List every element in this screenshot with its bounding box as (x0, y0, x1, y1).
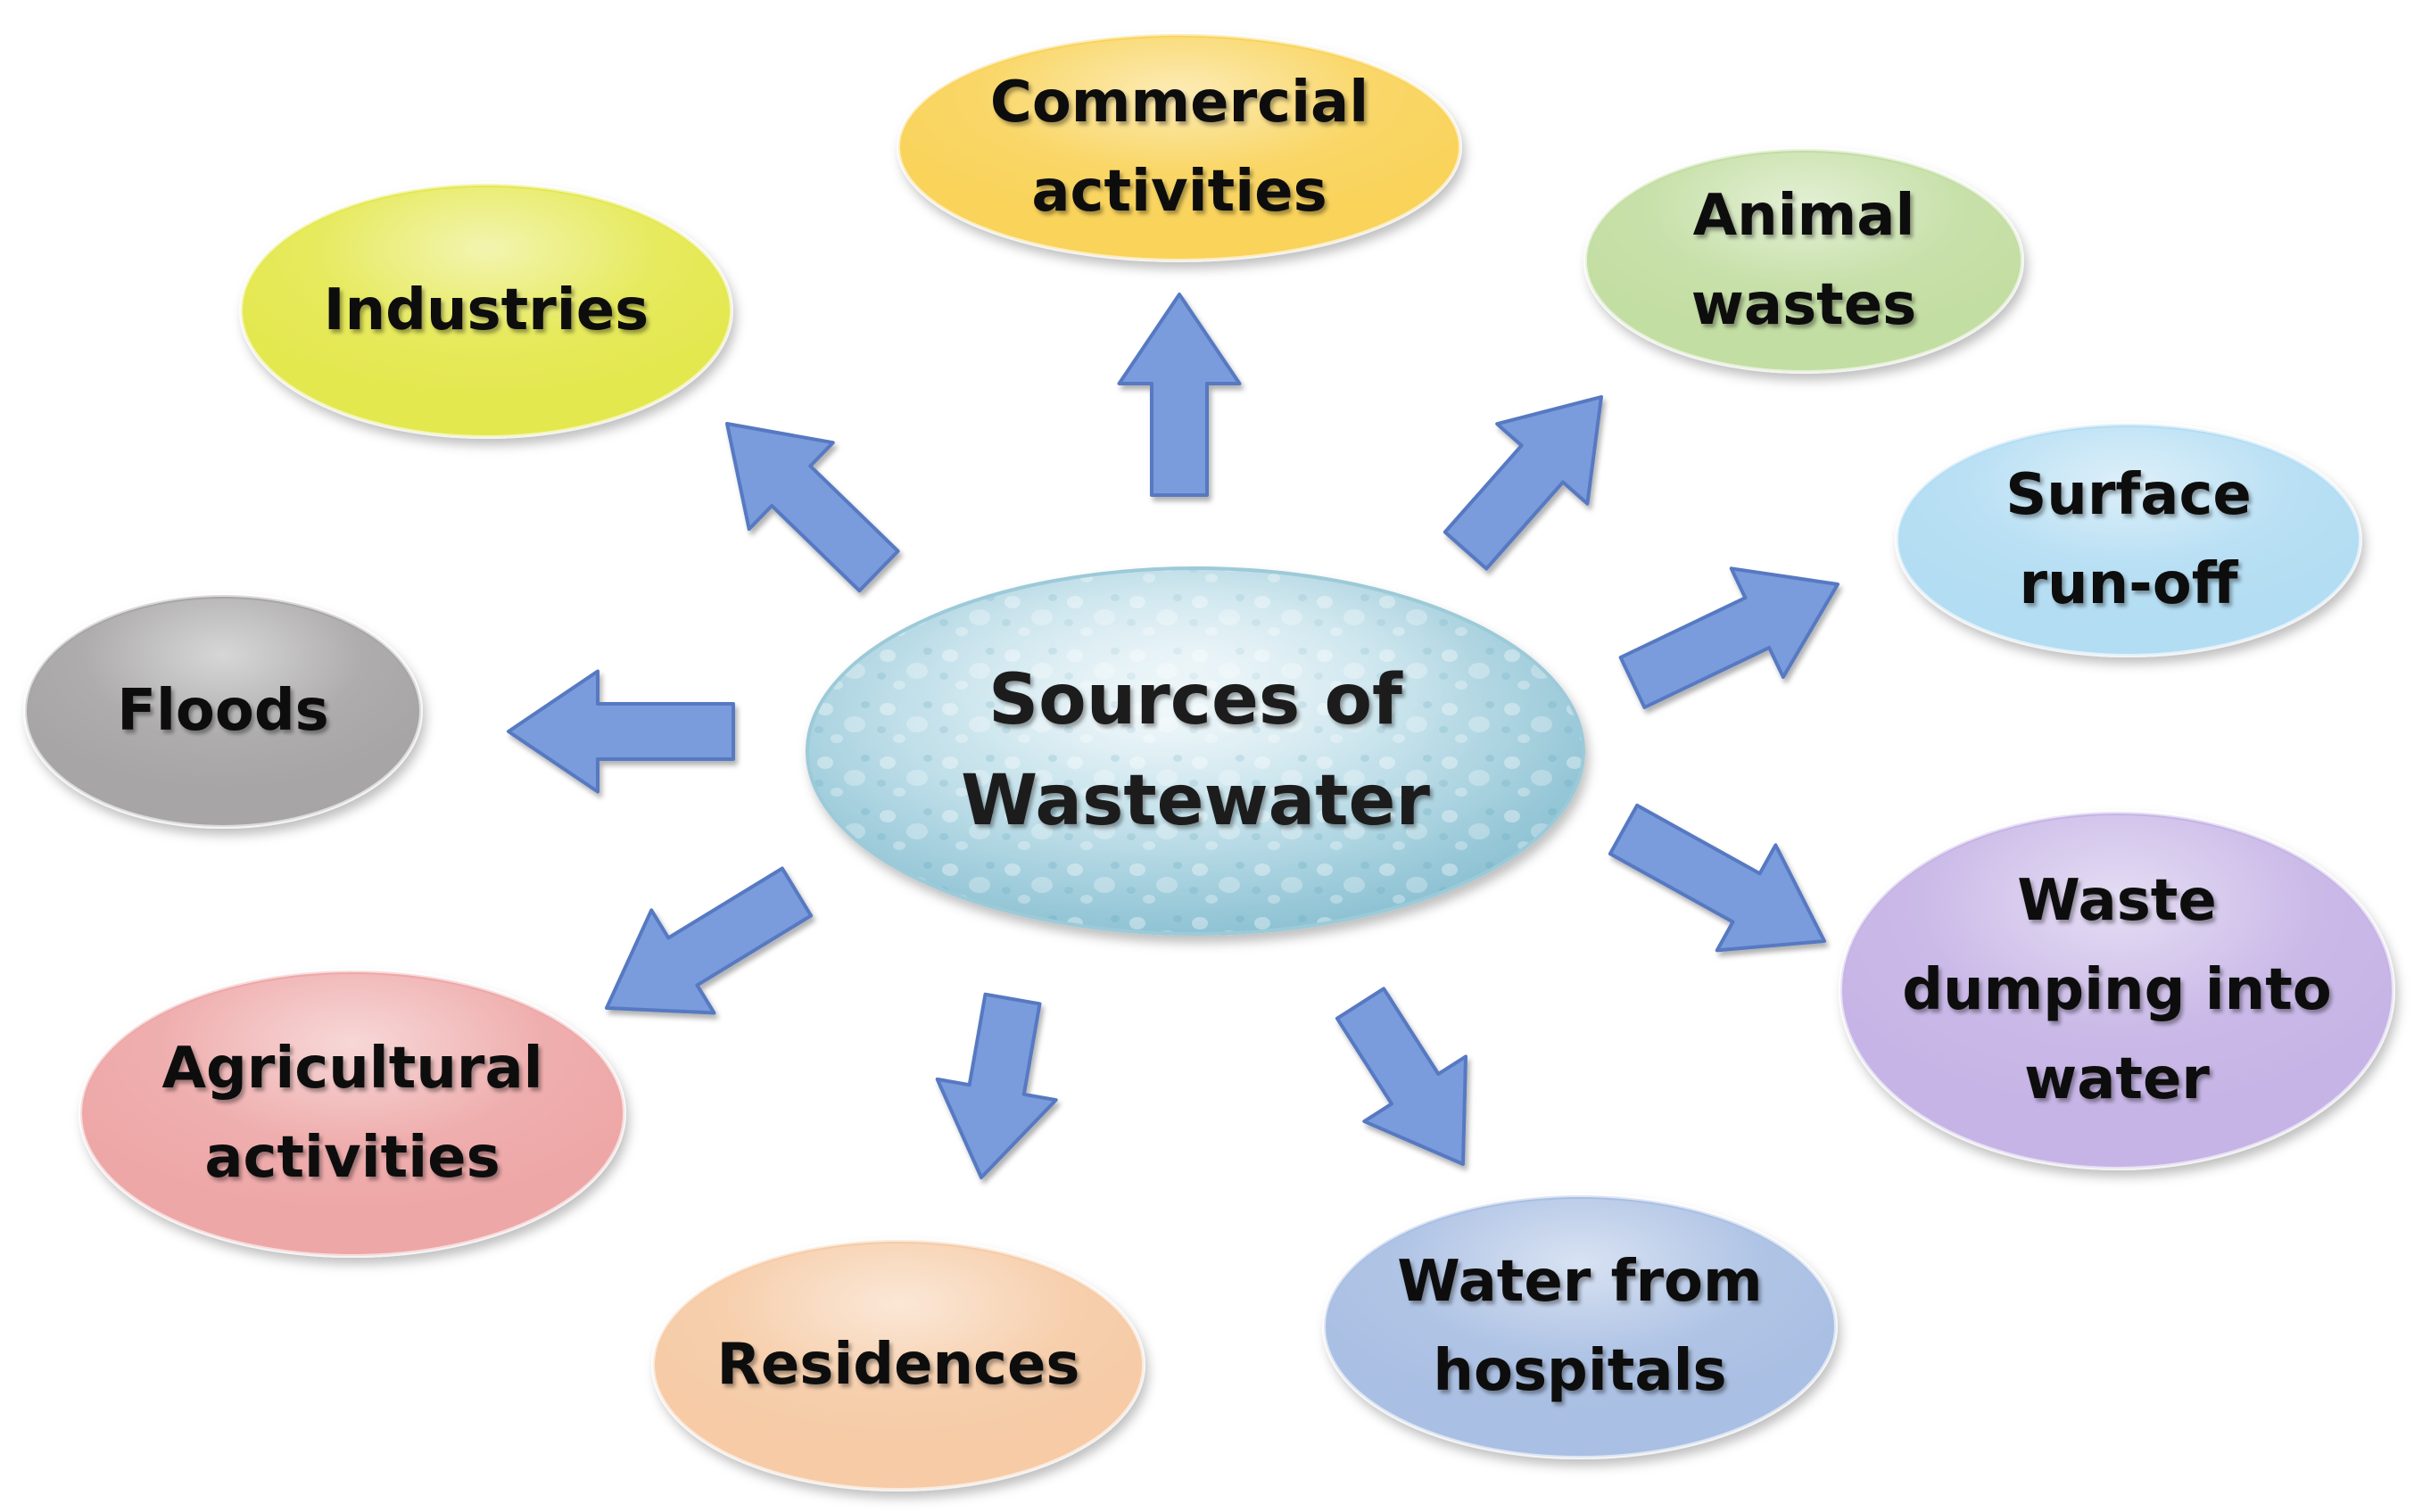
node-gloss-floods (29, 599, 417, 823)
node-gloss-agricultural (84, 974, 621, 1252)
node-label-waste-dumping-line-3: water (2024, 1046, 2210, 1112)
node-gloss-commercial (902, 37, 1457, 257)
arrow-to-waste-dumping (1608, 803, 1826, 953)
node-label-animal-line-1: Animal (1693, 183, 1915, 249)
center-title-line-1: Sources of (988, 660, 1403, 740)
arrow-to-agricultural (605, 866, 814, 1015)
node-label-floods-line-1: Floods (117, 678, 329, 744)
center-node: Sources of Wastewater (806, 566, 1585, 936)
arrow-to-hospitals (1335, 987, 1467, 1166)
node-residences: Residences (651, 1238, 1145, 1491)
node-label-hospitals-line-1: Water from (1397, 1249, 1762, 1315)
node-commercial: Commercial activities (897, 32, 1462, 262)
arrow-to-industries (725, 422, 900, 593)
node-gloss-hospitals (1327, 1199, 1832, 1454)
arrow-to-commercial (1117, 293, 1242, 497)
node-waste-dumping: Waste dumping into water (1839, 810, 2395, 1170)
node-gloss-animal (1589, 153, 2019, 368)
center-title-line-2: Wastewater (961, 761, 1430, 841)
arrow-to-residences (935, 992, 1058, 1179)
node-label-commercial-line-2: activities (1031, 159, 1327, 225)
node-gloss-surface (1900, 427, 2357, 652)
node-industries: Industries (239, 182, 733, 439)
node-label-residences-line-1: Residences (717, 1332, 1080, 1398)
node-label-agricultural-line-1: Agricultural (161, 1036, 542, 1102)
arrow-to-animal (1443, 395, 1603, 571)
node-animal: Animal wastes (1583, 147, 2024, 374)
node-agricultural: Agricultural activities (79, 969, 626, 1258)
node-label-industries-line-1: Industries (324, 277, 649, 343)
node-gloss-residences (657, 1243, 1140, 1486)
nodes-group: CommercialactivitiesIndustriesAnimalwast… (23, 32, 2395, 1491)
arrow-to-surface (1618, 566, 1839, 709)
node-floods: Floods (23, 593, 423, 829)
node-gloss-waste-dumping (1844, 815, 2390, 1165)
node-label-commercial-line-1: Commercial (990, 70, 1368, 136)
arrows-group (507, 293, 1839, 1179)
node-surface: Surface run-off (1895, 422, 2362, 657)
node-label-surface-line-2: run-off (2019, 551, 2238, 617)
node-label-surface-line-1: Surface (2005, 462, 2252, 528)
node-gloss-industries (244, 187, 728, 434)
arrow-to-floods (507, 669, 735, 794)
node-hospitals: Water from hospitals (1322, 1194, 1838, 1459)
center-gloss (809, 570, 1582, 932)
node-label-agricultural-line-2: activities (204, 1125, 500, 1191)
node-label-animal-line-2: wastes (1691, 272, 1917, 338)
node-label-waste-dumping-line-2: dumping into (1902, 957, 2332, 1023)
node-label-hospitals-line-2: hospitals (1433, 1338, 1726, 1404)
node-label-waste-dumping-line-1: Waste (2017, 868, 2217, 934)
